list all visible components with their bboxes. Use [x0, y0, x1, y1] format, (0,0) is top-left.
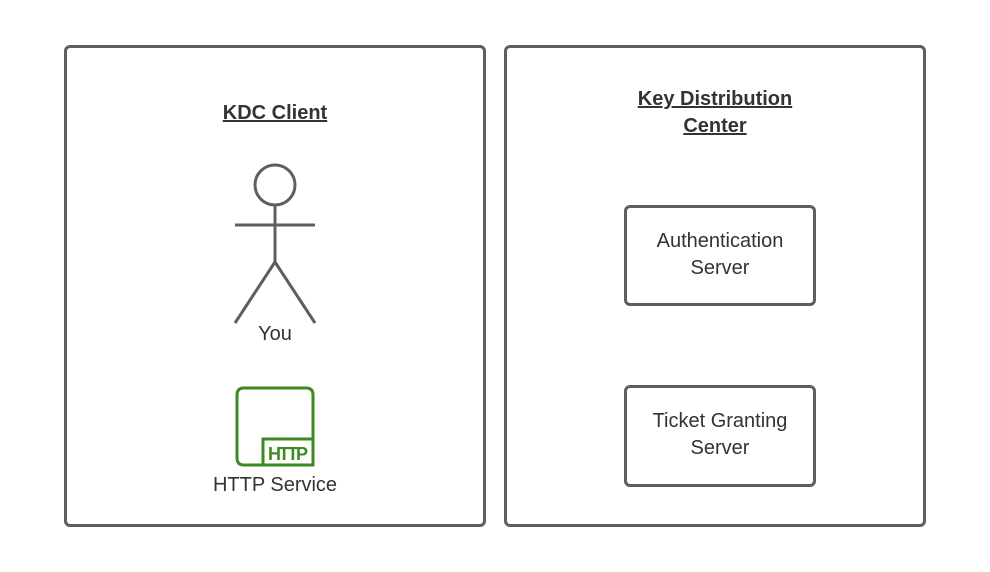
- label-line2: Server: [690, 437, 750, 459]
- http-service-label: HTTP Service: [212, 474, 338, 496]
- label-line1: Ticket Granting: [652, 410, 788, 432]
- authentication-server-box: [624, 205, 816, 306]
- kdc-client-container: [64, 45, 486, 527]
- kdc-title-line2: Center: [683, 115, 747, 137]
- http-icon-text: HTTP: [268, 444, 308, 464]
- label-line1: Authentication: [656, 230, 784, 252]
- label-line2: Server: [690, 257, 750, 279]
- kdc-title: Key Distribution Center: [504, 86, 926, 140]
- kdc-client-title: KDC Client: [222, 102, 328, 124]
- http-service-icon: HTTP: [235, 386, 315, 467]
- kdc-container: [504, 45, 926, 527]
- user-label: You: [258, 323, 292, 345]
- kdc-title-line1: Key Distribution: [637, 88, 793, 110]
- authentication-server-label: Authentication Server: [624, 228, 816, 282]
- user-stick-figure-icon: [233, 163, 317, 324]
- ticket-granting-server-box: [624, 385, 816, 487]
- ticket-granting-server-label: Ticket Granting Server: [624, 408, 816, 462]
